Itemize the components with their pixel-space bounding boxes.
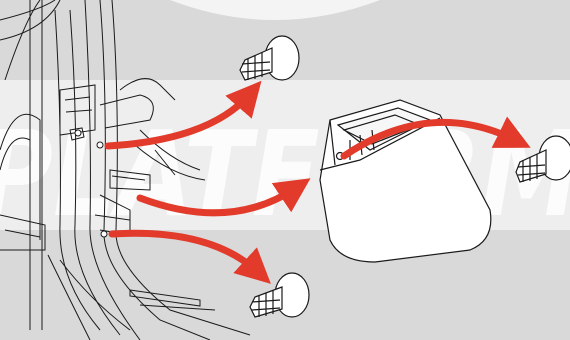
mount-hole-lower xyxy=(101,231,107,237)
push-clip-bottom xyxy=(250,273,309,317)
mount-hole-upper xyxy=(97,142,103,148)
push-clip-top xyxy=(240,36,299,80)
top-arc xyxy=(170,0,380,20)
mount-hole-side xyxy=(75,130,81,136)
